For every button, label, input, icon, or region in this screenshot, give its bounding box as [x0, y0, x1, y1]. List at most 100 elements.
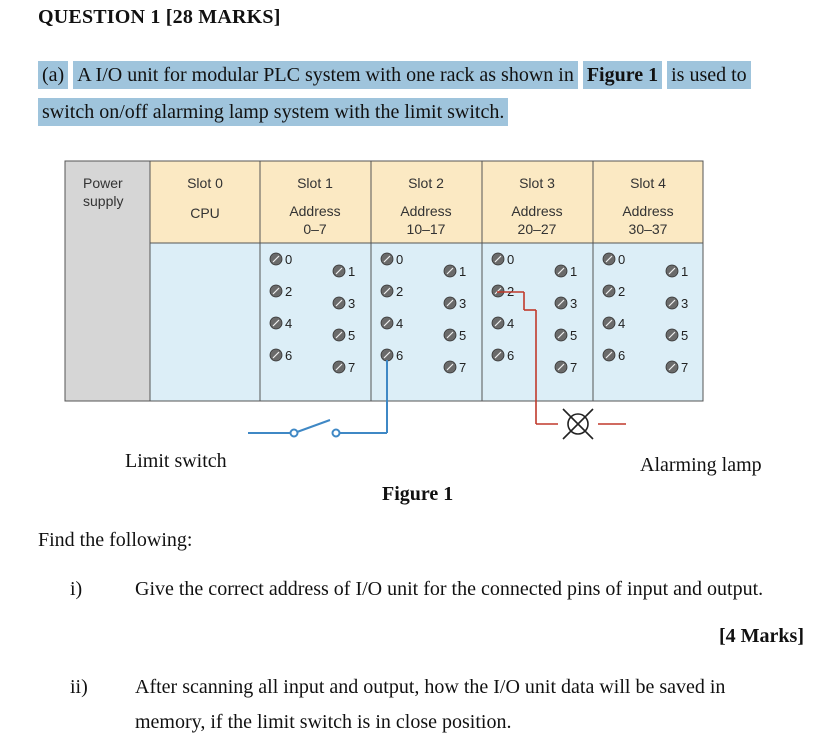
terminal-slot3-pin-0: 0 [491, 252, 514, 267]
terminal-number: 2 [396, 284, 403, 299]
terminal-slot2-pin-6: 6 [380, 348, 403, 363]
terminal-slot4-pin-5: 5 [665, 328, 688, 343]
terminal-slot3-pin-4: 4 [491, 316, 514, 331]
item-i-marks: [4 Marks] [719, 625, 804, 647]
terminal-number: 1 [570, 264, 577, 279]
slot4-range: 30–37 [629, 221, 668, 237]
terminal-number: 6 [507, 348, 514, 363]
find-intro: Find the following: [38, 529, 193, 551]
terminal-number: 2 [285, 284, 292, 299]
terminal-slot2-pin-2: 2 [380, 284, 403, 299]
slot4-title: Slot 4 [630, 175, 666, 191]
terminal-number: 4 [285, 316, 292, 331]
terminal-number: 5 [570, 328, 577, 343]
terminal-slot1-pin-3: 3 [332, 296, 355, 311]
terminal-slot2-pin-4: 4 [380, 316, 403, 331]
terminal-slot3-pin-3: 3 [554, 296, 577, 311]
slot0-title: Slot 0 [187, 175, 223, 191]
slot2-range: 10–17 [407, 221, 446, 237]
part-a-line-2: switch on/off alarming lamp system with … [38, 98, 509, 126]
question-title: QUESTION 1 [28 MARKS] [38, 6, 281, 28]
terminal-number: 1 [348, 264, 355, 279]
power-supply-block [64, 160, 151, 402]
slot1-title: Slot 1 [297, 175, 333, 191]
terminal-number: 0 [285, 252, 292, 267]
terminal-slot1-pin-6: 6 [269, 348, 292, 363]
item-ii-text-1: After scanning all input and output, how… [135, 676, 726, 698]
figure-reference: Figure 1 [582, 61, 663, 89]
terminal-slot2-pin-7: 7 [443, 360, 466, 375]
slot4-header [592, 160, 704, 244]
limit-switch-label: Limit switch [125, 450, 227, 472]
terminal-number: 1 [459, 264, 466, 279]
slot3-address: Address [511, 203, 562, 219]
item-ii-number: ii) [70, 676, 88, 698]
slot0-cpu: CPU [190, 205, 220, 221]
slot3-title: Slot 3 [519, 175, 555, 191]
part-a-text-2: is used to [667, 61, 751, 89]
terminal-slot1-pin-5: 5 [332, 328, 355, 343]
slot0-body [149, 242, 261, 402]
terminal-slot3-pin-7: 7 [554, 360, 577, 375]
slot1-address: Address [289, 203, 340, 219]
terminal-slot4-pin-4: 4 [602, 316, 625, 331]
terminal-number: 2 [618, 284, 625, 299]
terminal-slot1-pin-1: 1 [332, 264, 355, 279]
power-supply-label-2: supply [83, 193, 123, 209]
terminal-slot3-pin-6: 6 [491, 348, 514, 363]
terminal-number: 3 [681, 296, 688, 311]
terminal-number: 4 [507, 316, 514, 331]
terminal-number: 3 [348, 296, 355, 311]
item-i-text: Give the correct address of I/O unit for… [135, 578, 764, 600]
terminal-number: 0 [507, 252, 514, 267]
terminal-slot2-pin-3: 3 [443, 296, 466, 311]
terminal-slot3-pin-5: 5 [554, 328, 577, 343]
terminal-slot4-pin-1: 1 [665, 264, 688, 279]
terminal-slot2-pin-5: 5 [443, 328, 466, 343]
part-a-label: (a) [38, 61, 69, 89]
slot0-header [149, 160, 261, 244]
terminal-number: 5 [348, 328, 355, 343]
alarm-lamp-wiring [497, 291, 626, 425]
terminal-slot2-pin-0: 0 [380, 252, 403, 267]
plc-figure: Power supply Slot 0 CPU Slot 1 Address 0… [64, 160, 762, 505]
part-a-text-3: switch on/off alarming lamp system with … [38, 98, 509, 126]
terminal-number: 7 [570, 360, 577, 375]
terminal-number: 7 [348, 360, 355, 375]
terminal-number: 3 [570, 296, 577, 311]
terminal-slot3-pin-1: 1 [554, 264, 577, 279]
terminal-number: 6 [396, 348, 403, 363]
slot2-title: Slot 2 [408, 175, 444, 191]
terminal-number: 3 [459, 296, 466, 311]
terminal-number: 6 [618, 348, 625, 363]
terminal-slot1-pin-7: 7 [332, 360, 355, 375]
figure-caption: Figure 1 [382, 483, 453, 505]
terminal-number: 4 [618, 316, 625, 331]
terminal-number: 0 [618, 252, 625, 267]
item-ii-text-2: memory, if the limit switch is in close … [135, 711, 512, 733]
terminal-slot4-pin-0: 0 [602, 252, 625, 267]
slot2-address: Address [400, 203, 451, 219]
terminal-number: 7 [459, 360, 466, 375]
slot3-header [481, 160, 594, 244]
terminal-slot4-pin-7: 7 [665, 360, 688, 375]
slot3-range: 20–27 [518, 221, 557, 237]
terminal-slot4-pin-3: 3 [665, 296, 688, 311]
terminal-number: 6 [285, 348, 292, 363]
terminal-number: 0 [396, 252, 403, 267]
power-supply-label-1: Power [83, 175, 123, 191]
terminal-number: 5 [681, 328, 688, 343]
terminal-slot1-pin-0: 0 [269, 252, 292, 267]
item-i-number: i) [70, 578, 83, 600]
terminal-number: 1 [681, 264, 688, 279]
terminal-slot1-pin-2: 2 [269, 284, 292, 299]
part-a-line-1: (a) A I/O unit for modular PLC system wi… [38, 61, 751, 89]
terminal-slot4-pin-6: 6 [602, 348, 625, 363]
terminal-slot1-pin-4: 4 [269, 316, 292, 331]
slot1-range: 0–7 [303, 221, 327, 237]
terminal-number: 7 [681, 360, 688, 375]
terminal-slot4-pin-2: 2 [602, 284, 625, 299]
alarm-lamp-label: Alarming lamp [640, 454, 762, 476]
limit-switch-symbol [248, 360, 388, 438]
alarm-lamp-icon [562, 408, 594, 440]
